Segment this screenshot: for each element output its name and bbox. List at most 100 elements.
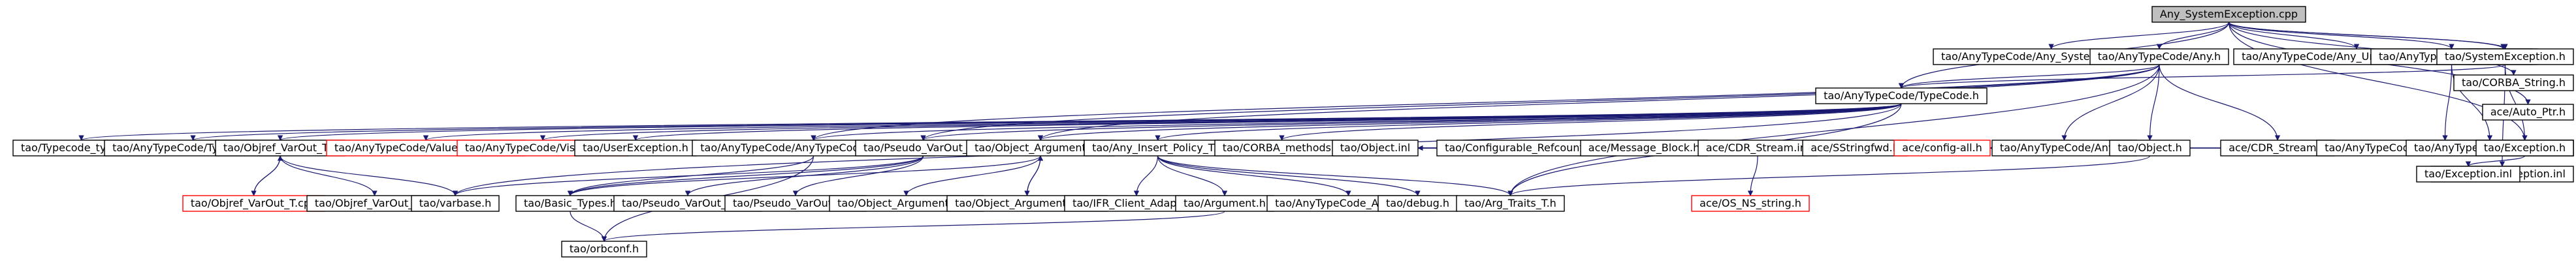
node-label: tao/Configurable_Refcount.h <box>1445 141 1594 155</box>
node-label: tao/Any_Insert_Policy_T.h <box>1092 141 1223 155</box>
edge-argument-h-to-orbconf-h <box>602 211 1225 242</box>
node-object-inl[interactable]: tao/Object.inl <box>1332 140 1419 156</box>
edge-any-insert-policy-t-h-to-arg-traits-t-h <box>1157 155 1513 196</box>
edge-any-systemexception-cpp-to-anytypecode-any-systemexception-h <box>2048 22 2230 50</box>
node-box <box>215 140 346 156</box>
node-configurable-refcount-h[interactable]: tao/Configurable_Refcount.h <box>1436 140 1602 156</box>
node-ace-sstringfwd-h[interactable]: ace/SStringfwd.h <box>1802 140 1908 156</box>
node-systemexception-h[interactable]: tao/SystemException.h <box>2436 48 2574 65</box>
node-ace-os-ns-string-h[interactable]: ace/OS_NS_string.h <box>1691 195 1810 212</box>
node-corba-string-h[interactable]: tao/CORBA_String.h <box>2453 74 2574 91</box>
node-ace-message-block-h[interactable]: ace/Message_Block.h <box>1580 140 1708 156</box>
edge-anytypecode-any-h-to-object-argument-t-h <box>1038 64 2160 141</box>
node-box <box>1175 195 1274 212</box>
node-label: tao/Object.inl <box>1340 141 1410 154</box>
edge-objref-varout-t-h-to-varbase-h <box>280 155 459 196</box>
node-box <box>561 241 647 258</box>
node-label: tao/AnyTypeCode/Any.h <box>2098 50 2221 63</box>
node-label: tao/Argument.h <box>1183 197 1266 209</box>
node-label: tao/debug.h <box>1386 197 1449 209</box>
node-label: tao/UserException.h <box>583 141 688 154</box>
node-objref-varout-t-cpp[interactable]: tao/Objref_VarOut_T.cpp <box>182 195 325 212</box>
node-anytypecode-typecode-h[interactable]: tao/AnyTypeCode/TypeCode.h <box>1815 87 1988 104</box>
edge-pseudo-varout-t-h-to-pseudo-varout-t-inl <box>792 155 924 196</box>
node-label: tao/Pseudo_VarOut_T.cpp <box>622 197 754 210</box>
edge-any-systemexception-cpp-to-systemexception-h <box>2228 22 2508 50</box>
edge-anytypecode-any-h-to-object-h <box>2147 64 2160 141</box>
node-any-systemexception-cpp[interactable]: Any_SystemException.cpp <box>2151 6 2306 23</box>
node-varbase-h[interactable]: tao/varbase.h <box>411 195 500 212</box>
node-box <box>1580 140 1708 156</box>
edge-anytypecode-marshal-h-to-anytypecode-marshal-inl <box>2451 64 2493 141</box>
edge-any-systemexception-cpp-to-anytypecode-marshal-h <box>2228 22 2455 50</box>
edge-objref-varout-t-h-to-objref-varout-t-inl <box>280 155 378 196</box>
node-label: tao/Objref_VarOut_T.cpp <box>191 197 317 210</box>
node-label: tao/CORBA_methods.h <box>1223 141 1341 155</box>
node-label: ace/config-all.h <box>1902 141 1982 154</box>
node-box <box>1214 140 1349 156</box>
edge-ace-cdr-stream-inl-to-ace-os-ns-string-h <box>1747 155 1758 196</box>
node-label: tao/Objref_VarOut_T.h <box>223 141 337 155</box>
node-box <box>1893 140 1991 156</box>
node-anytypecode-any-h[interactable]: tao/AnyTypeCode/Any.h <box>2089 48 2229 65</box>
edge-anytypecode-typecode-h-to-pseudo-varout-t-h <box>920 103 1902 141</box>
node-label: tao/AnyTypeCode/TypeCode.h <box>1824 89 1979 102</box>
node-ace-config-all-h[interactable]: ace/config-all.h <box>1893 140 1991 156</box>
node-label: tao/varbase.h <box>419 197 491 209</box>
edge-any-insert-policy-t-h-to-ifr-client-adapter-h <box>1133 155 1159 196</box>
edge-any-systemexception-cpp-to-anytypecode-any-unknown-idl-type-h <box>2228 22 2360 50</box>
node-userexception-h[interactable]: tao/UserException.h <box>574 140 697 156</box>
node-object-h[interactable]: tao/Object.h <box>2109 140 2191 156</box>
node-box <box>2220 140 2335 156</box>
node-box <box>1436 140 1602 156</box>
node-orbconf-h[interactable]: tao/orbconf.h <box>561 241 647 258</box>
node-label: ace/SStringfwd.h <box>1811 141 1899 154</box>
edge-object-argument-t-h-to-object-argument-t-inl <box>903 155 1041 196</box>
edge-anytypecode-typecode-h-to-corba-methods-h <box>1279 103 1902 141</box>
node-box <box>1815 87 1988 104</box>
edge-any-systemexception-cpp-to-anytypecode-any-h <box>2156 22 2230 50</box>
node-label: tao/Basic_Types.h <box>524 197 617 210</box>
node-box <box>1377 195 1458 212</box>
node-box <box>2151 6 2306 23</box>
node-ace-cdr-stream-inl[interactable]: ace/CDR_Stream.inl <box>1698 140 1818 156</box>
node-box <box>2416 166 2520 183</box>
node-label: ace/CDR_Stream.inl <box>1706 141 1809 155</box>
node-arg-traits-t-h[interactable]: tao/Arg_Traits_T.h <box>1456 195 1565 212</box>
node-box <box>1802 140 1908 156</box>
node-label: tao/Object.h <box>2117 141 2182 154</box>
node-label: tao/Objref_VarOut_T.inl <box>315 197 434 210</box>
node-box <box>2482 104 2574 121</box>
node-label: tao/AnyTypeCode/Any.inl <box>2000 141 2129 154</box>
edge-pseudo-varout-t-h-to-basic-types-h <box>567 155 924 196</box>
node-exception-h[interactable]: tao/Exception.h <box>2475 140 2574 156</box>
node-label: ace/Message_Block.h <box>1588 141 1699 155</box>
edge-exception-h-to-exception-inl <box>2465 155 2526 167</box>
edge-object-argument-t-h-to-basic-types-h <box>567 155 1041 196</box>
edge-pseudo-varout-t-h-to-varbase-h <box>452 155 924 196</box>
edge-any-insert-policy-t-h-to-debug-h <box>1157 155 1421 196</box>
node-exception-inl[interactable]: tao/Exception.inl <box>2416 166 2520 183</box>
edge-anytypecode-typecode-h-to-object-argument-t-h <box>1038 103 1902 141</box>
edge-object-h-to-arg-traits-t-h <box>1507 155 2151 196</box>
node-box <box>2436 48 2574 65</box>
node-any-insert-policy-t-h[interactable]: tao/Any_Insert_Policy_T.h <box>1084 140 1232 156</box>
node-argument-h[interactable]: tao/Argument.h <box>1175 195 1274 212</box>
node-label: tao/SystemException.h <box>2445 50 2566 63</box>
node-ace-cdr-stream-h[interactable]: ace/CDR_Stream.h <box>2220 140 2335 156</box>
node-label: tao/orbconf.h <box>570 243 639 255</box>
node-objref-varout-t-h[interactable]: tao/Objref_VarOut_T.h <box>215 140 346 156</box>
node-label: tao/Pseudo_VarOut_T.inl <box>733 197 858 210</box>
node-ace-auto-ptr-h[interactable]: ace/Auto_Ptr.h <box>2482 104 2574 121</box>
node-corba-methods-h[interactable]: tao/CORBA_methods.h <box>1214 140 1349 156</box>
node-label: tao/IFR_Client_Adapter.h <box>1072 197 1200 210</box>
node-label: ace/Auto_Ptr.h <box>2490 106 2566 119</box>
node-label: ace/OS_NS_string.h <box>1699 197 1801 210</box>
node-box <box>2475 140 2574 156</box>
node-box <box>411 195 500 212</box>
node-box <box>574 140 697 156</box>
node-debug-h[interactable]: tao/debug.h <box>1377 195 1458 212</box>
node-basic-types-h[interactable]: tao/Basic_Types.h <box>515 195 625 212</box>
